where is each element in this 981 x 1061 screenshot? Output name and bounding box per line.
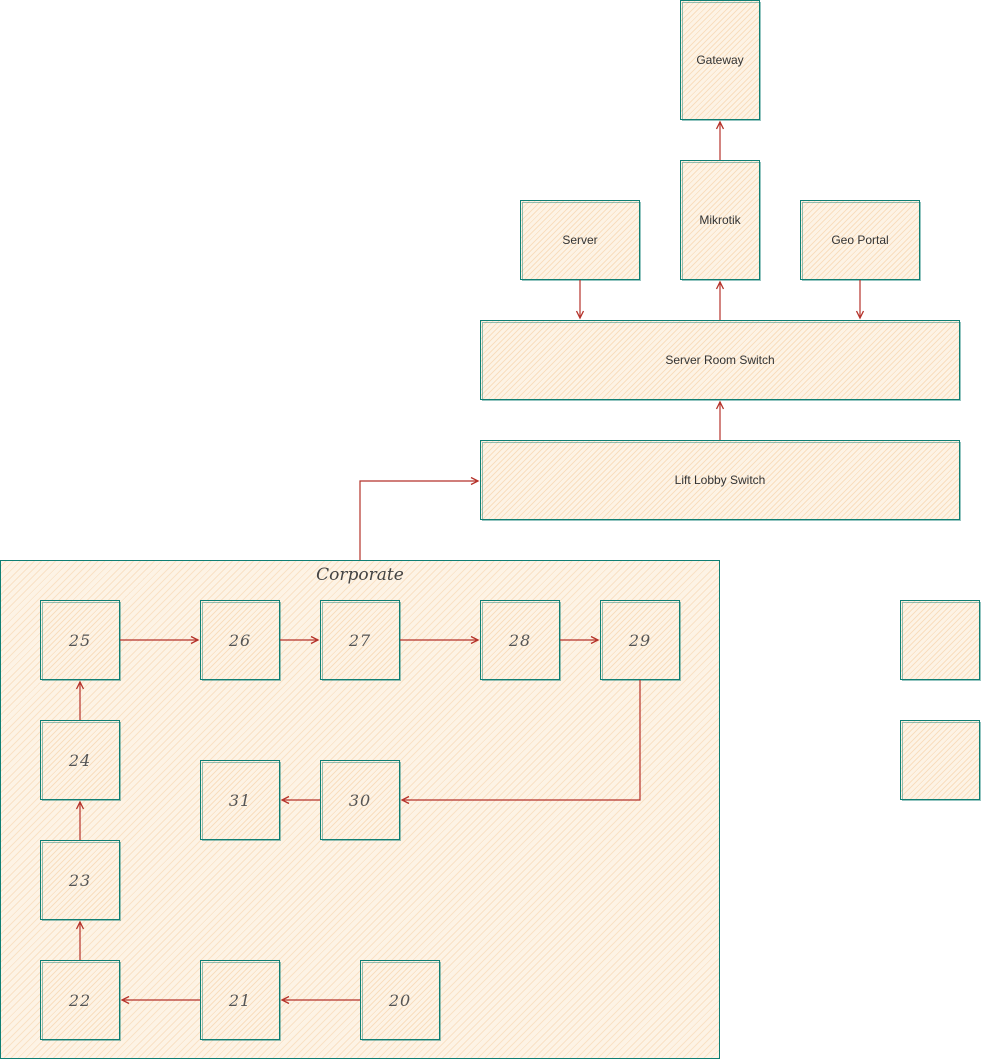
server-node[interactable]: Server (520, 200, 641, 281)
gateway-label: Gateway (696, 53, 744, 67)
unlabeled-box-bottom[interactable] (900, 720, 981, 801)
node-31-label: 31 (228, 790, 252, 810)
node-20-label: 20 (388, 990, 412, 1010)
mikrotik-label: Mikrotik (699, 213, 741, 227)
node-28-label: 28 (508, 630, 532, 650)
arrow-corporate-to-lift-lobby (359, 476, 480, 560)
node-26[interactable]: 26 (200, 600, 281, 681)
node-30[interactable]: 30 (320, 760, 401, 841)
node-21-label: 21 (228, 990, 252, 1010)
node-21[interactable]: 21 (200, 960, 281, 1041)
corporate-title: Corporate (316, 565, 404, 585)
server-room-switch-node[interactable]: Server Room Switch (480, 320, 961, 401)
node-27-label: 27 (348, 630, 372, 650)
geo-portal-label: Geo Portal (831, 233, 889, 247)
node-23-label: 23 (68, 870, 92, 890)
node-22[interactable]: 22 (40, 960, 121, 1041)
lift-lobby-switch-node[interactable]: Lift Lobby Switch (480, 440, 961, 521)
node-29[interactable]: 29 (600, 600, 681, 681)
lift-lobby-switch-label: Lift Lobby Switch (674, 473, 766, 487)
node-26-label: 26 (228, 630, 252, 650)
server-room-switch-label: Server Room Switch (665, 353, 775, 367)
gateway-node[interactable]: Gateway (680, 0, 761, 121)
unlabeled-box-top[interactable] (900, 600, 981, 681)
node-25[interactable]: 25 (40, 600, 121, 681)
node-25-label: 25 (68, 630, 92, 650)
node-28[interactable]: 28 (480, 600, 561, 681)
node-31[interactable]: 31 (200, 760, 281, 841)
node-24[interactable]: 24 (40, 720, 121, 801)
node-27[interactable]: 27 (320, 600, 401, 681)
node-30-label: 30 (348, 790, 372, 810)
node-24-label: 24 (68, 750, 92, 770)
server-label: Server (562, 233, 598, 247)
node-29-label: 29 (628, 630, 652, 650)
mikrotik-node[interactable]: Mikrotik (680, 160, 761, 281)
node-22-label: 22 (68, 990, 92, 1010)
node-23[interactable]: 23 (40, 840, 121, 921)
geo-portal-node[interactable]: Geo Portal (800, 200, 921, 281)
node-20[interactable]: 20 (360, 960, 441, 1041)
